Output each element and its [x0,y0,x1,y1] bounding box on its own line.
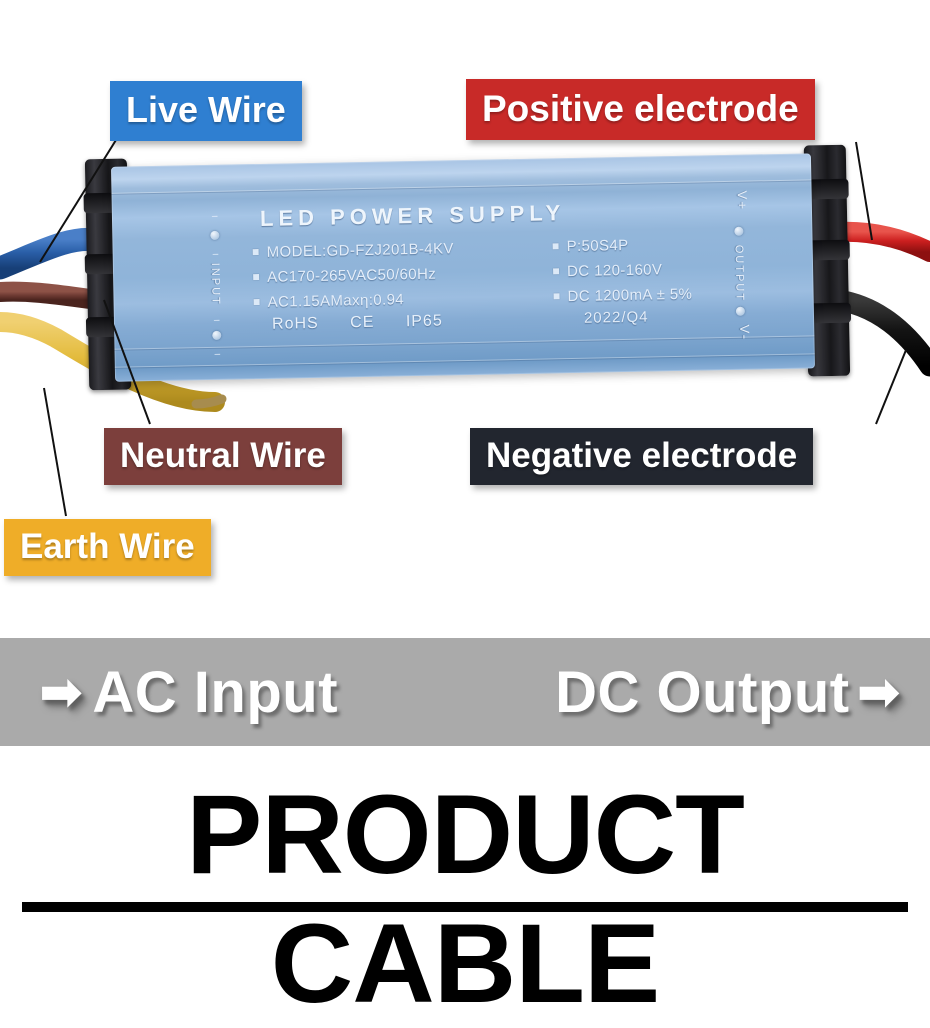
wire-earth-tip [191,394,227,409]
callout-neutral-wire: Neutral Wire [104,428,342,485]
callout-earth-wire: Earth Wire [4,519,211,576]
footer-title-block: PRODUCT CABLE [0,770,930,1026]
ac-input-label: AC Input [92,659,339,725]
title-underline-rule [22,902,908,912]
callout-negative-electrode: Negative electrode [470,428,814,485]
callout-live-wire: Live Wire [110,81,302,141]
dc-output-group: DC Output ➡ [555,638,900,746]
leader-positive [855,141,873,241]
leader-earth [43,387,67,517]
page-title: PRODUCT CABLE [186,772,745,1026]
wire-negative [827,289,930,377]
arrow-right-icon: ➡ [857,664,900,720]
leader-live [39,139,117,263]
wire-earth [0,312,225,412]
leader-negative [875,349,907,425]
product-photo: LED POWER SUPPLY MODEL:GD-FZJ201B-4KV AC… [0,79,930,576]
io-banner: ➡ AC Input DC Output ➡ [0,638,930,746]
arrow-right-icon: ➡ [40,664,83,720]
leader-neutral [103,299,151,425]
ac-input-group: ➡ AC Input [40,638,338,746]
infographic-root: LED POWER SUPPLY MODEL:GD-FZJ201B-4KV AC… [0,79,930,1026]
callout-positive-electrode: Positive electrode [466,79,815,140]
dc-output-label: DC Output [555,659,850,725]
leader-line-group [39,139,907,517]
